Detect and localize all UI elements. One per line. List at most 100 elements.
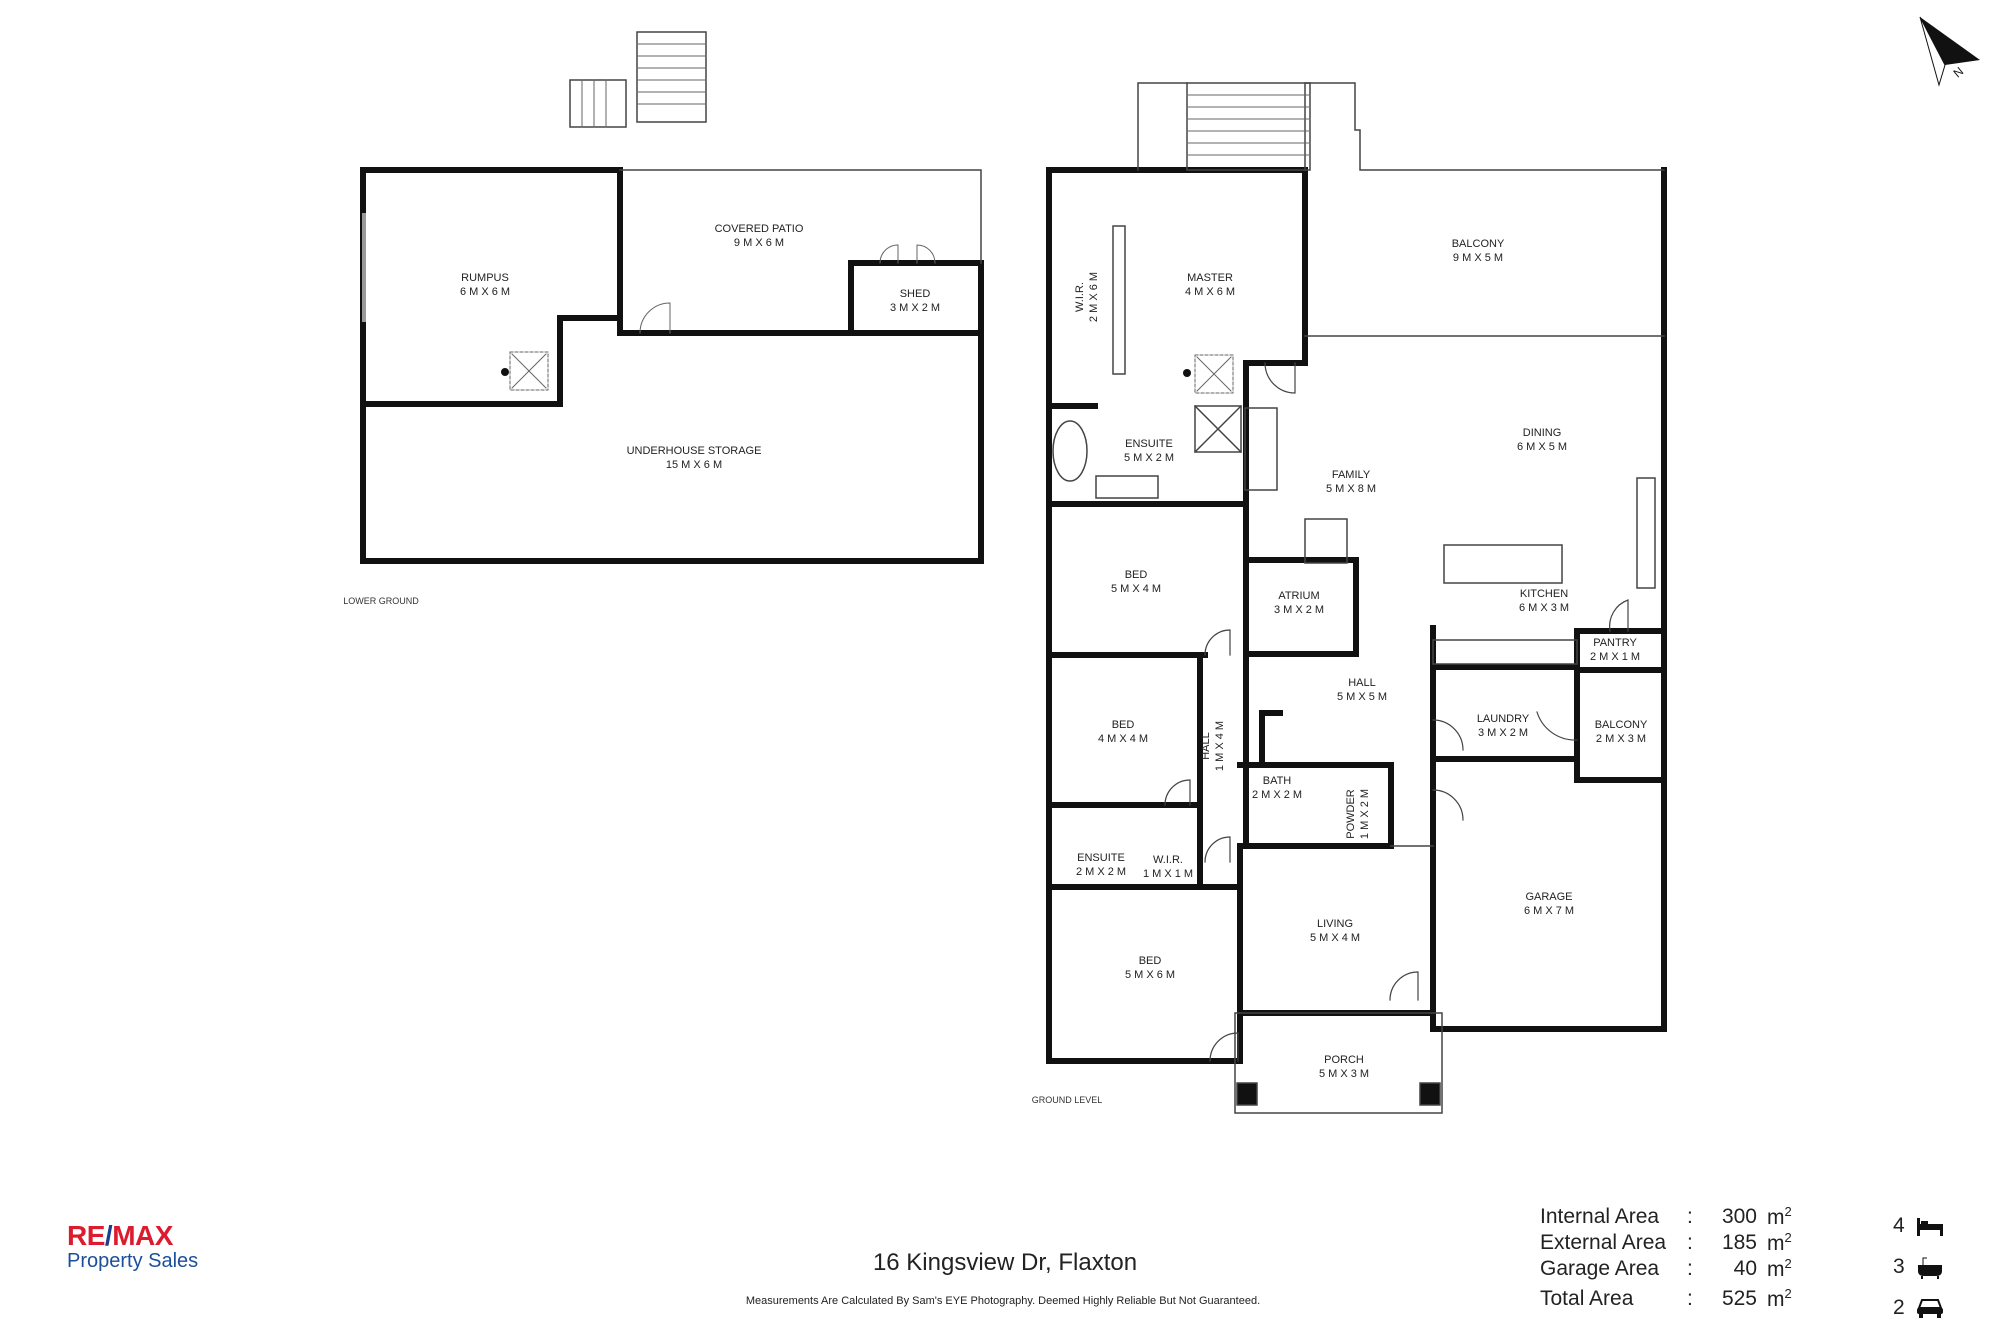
room-label-covered-patio: COVERED PATIO 9 M X 6 M xyxy=(715,222,804,250)
room-dimensions: 5 M X 4 M xyxy=(1110,583,1162,595)
room-label-ensuite-master: ENSUITE 5 M X 2 M xyxy=(1124,437,1174,465)
stairs-ground xyxy=(1186,94,1311,394)
room-label-atrium: ATRIUM 3 M X 2 M xyxy=(1274,589,1324,617)
room-name: BATH xyxy=(1262,775,1292,787)
remax-logo: RE/MAX Property Sales xyxy=(67,1220,199,1273)
area-value: 300 xyxy=(1721,1205,1757,1228)
room-dimensions: 5 M X 3 M xyxy=(1318,1068,1370,1080)
room-label-dining: DINING 6 M X 5 M xyxy=(1517,426,1567,454)
area-label: Total Area xyxy=(1540,1287,1634,1310)
room-dimensions: 6 M X 6 M xyxy=(459,286,511,298)
property-address: 16 Kingsview Dr, Flaxton xyxy=(872,1249,1138,1276)
room-name: PORCH xyxy=(1324,1054,1364,1066)
bath-icon xyxy=(1918,1257,1942,1279)
room-dimensions: 2 M X 2 M xyxy=(1251,789,1303,801)
room-dimensions: 3 M X 2 M xyxy=(889,302,941,314)
room-label-wir-2: W.I.R. 1 M X 1 M xyxy=(1143,853,1193,881)
car-space-count: 2 xyxy=(1893,1287,1945,1328)
room-name: BALCONY xyxy=(1594,719,1648,731)
room-name: UNDERHOUSE STORAGE xyxy=(626,445,762,457)
brand-subtitle: Property Sales xyxy=(67,1250,199,1272)
area-value: 185 xyxy=(1721,1231,1757,1254)
disclaimer: Measurements Are Calculated By Sam's EYE… xyxy=(745,1295,1261,1307)
room-label-master: MASTER 4 M X 6 M xyxy=(1185,271,1235,299)
room-name: ENSUITE xyxy=(1077,852,1125,864)
room-name: ATRIUM xyxy=(1278,590,1320,602)
room-label-ensuite-2: ENSUITE 2 M X 2 M xyxy=(1076,851,1126,879)
room-name: BED xyxy=(1124,569,1148,581)
room-name: HALL xyxy=(1200,732,1212,760)
room-dimensions: 6 M X 5 M xyxy=(1516,441,1568,453)
room-dimensions: 5 M X 2 M xyxy=(1123,452,1175,464)
room-dimensions: 1 M X 1 M xyxy=(1142,868,1194,880)
room-dimensions: 9 M X 5 M xyxy=(1452,252,1504,264)
logo-text-2: MAX xyxy=(112,1220,173,1251)
room-name: ENSUITE xyxy=(1125,438,1173,450)
area-value: 525 xyxy=(1721,1287,1757,1310)
lower-ground-walls xyxy=(360,167,984,564)
stairs-lower xyxy=(509,43,936,391)
room-label-bed-1: BED 5 M X 4 M xyxy=(1111,568,1161,596)
room-dimensions: 2 M X 3 M xyxy=(1595,733,1647,745)
room-label-balcony-main: BALCONY 9 M X 5 M xyxy=(1452,237,1505,265)
room-dimensions: 6 M X 7 M xyxy=(1523,905,1575,917)
room-name: DINING xyxy=(1522,427,1562,439)
feature-counts: 4 3 2 xyxy=(1893,1205,1945,1328)
room-label-bed-2: BED 4 M X 4 M xyxy=(1098,718,1148,746)
room-name: MASTER xyxy=(1187,272,1233,284)
room-dimensions: 5 M X 6 M xyxy=(1124,969,1176,981)
room-dimensions: 5 M X 8 M xyxy=(1325,483,1377,495)
room-dimensions: 2 M X 2 M xyxy=(1075,866,1127,878)
room-name: RUMPUS xyxy=(461,272,509,284)
bed-icon xyxy=(1917,1217,1943,1236)
room-name: BED xyxy=(1138,955,1162,967)
bathroom-count: 3 xyxy=(1893,1246,1945,1287)
room-name: PANTRY xyxy=(1593,637,1637,649)
room-label-shed: SHED 3 M X 2 M xyxy=(890,287,940,315)
room-label-rumpus: RUMPUS 6 M X 6 M xyxy=(460,271,510,299)
room-label-porch: PORCH 5 M X 3 M xyxy=(1319,1053,1369,1081)
room-dimensions: 6 M X 3 M xyxy=(1518,602,1570,614)
room-dimensions: 3 M X 2 M xyxy=(1273,604,1325,616)
area-label: Internal Area xyxy=(1540,1205,1660,1228)
room-name: BED xyxy=(1111,719,1135,731)
room-name: SHED xyxy=(899,288,931,300)
room-name: BALCONY xyxy=(1451,238,1505,250)
level-label-lower: LOWER GROUND xyxy=(343,596,419,606)
room-dimensions: 1 M X 4 M xyxy=(1214,720,1226,772)
room-label-bath: BATH 2 M X 2 M xyxy=(1252,774,1302,802)
room-dimensions: 5 M X 5 M xyxy=(1336,691,1388,703)
logo-text: RE xyxy=(67,1220,105,1251)
room-name: HALL xyxy=(1348,677,1376,689)
room-name: COVERED PATIO xyxy=(714,223,804,235)
lower-ground-thin xyxy=(362,31,982,322)
room-dimensions: 5 M X 4 M xyxy=(1309,932,1361,944)
post-marker xyxy=(1183,369,1191,377)
north-arrow-icon: N xyxy=(1915,15,1985,95)
room-dimensions: 4 M X 6 M xyxy=(1184,286,1236,298)
logo-slash: / xyxy=(104,1220,113,1251)
room-dimensions: 4 M X 4 M xyxy=(1097,733,1149,745)
room-name: W.I.R. xyxy=(1074,282,1086,312)
room-label-hall-main: HALL 5 M X 5 M xyxy=(1337,676,1387,704)
room-name: W.I.R. xyxy=(1153,854,1183,866)
doors-ground xyxy=(1164,362,1629,1062)
room-name: POWDER xyxy=(1345,789,1357,839)
room-dimensions: 9 M X 6 M xyxy=(733,237,785,249)
car-icon xyxy=(1917,1298,1943,1318)
room-label-bed-3: BED 5 M X 6 M xyxy=(1125,954,1175,982)
room-dimensions: 3 M X 2 M xyxy=(1477,727,1529,739)
area-label: Garage Area xyxy=(1540,1257,1660,1280)
